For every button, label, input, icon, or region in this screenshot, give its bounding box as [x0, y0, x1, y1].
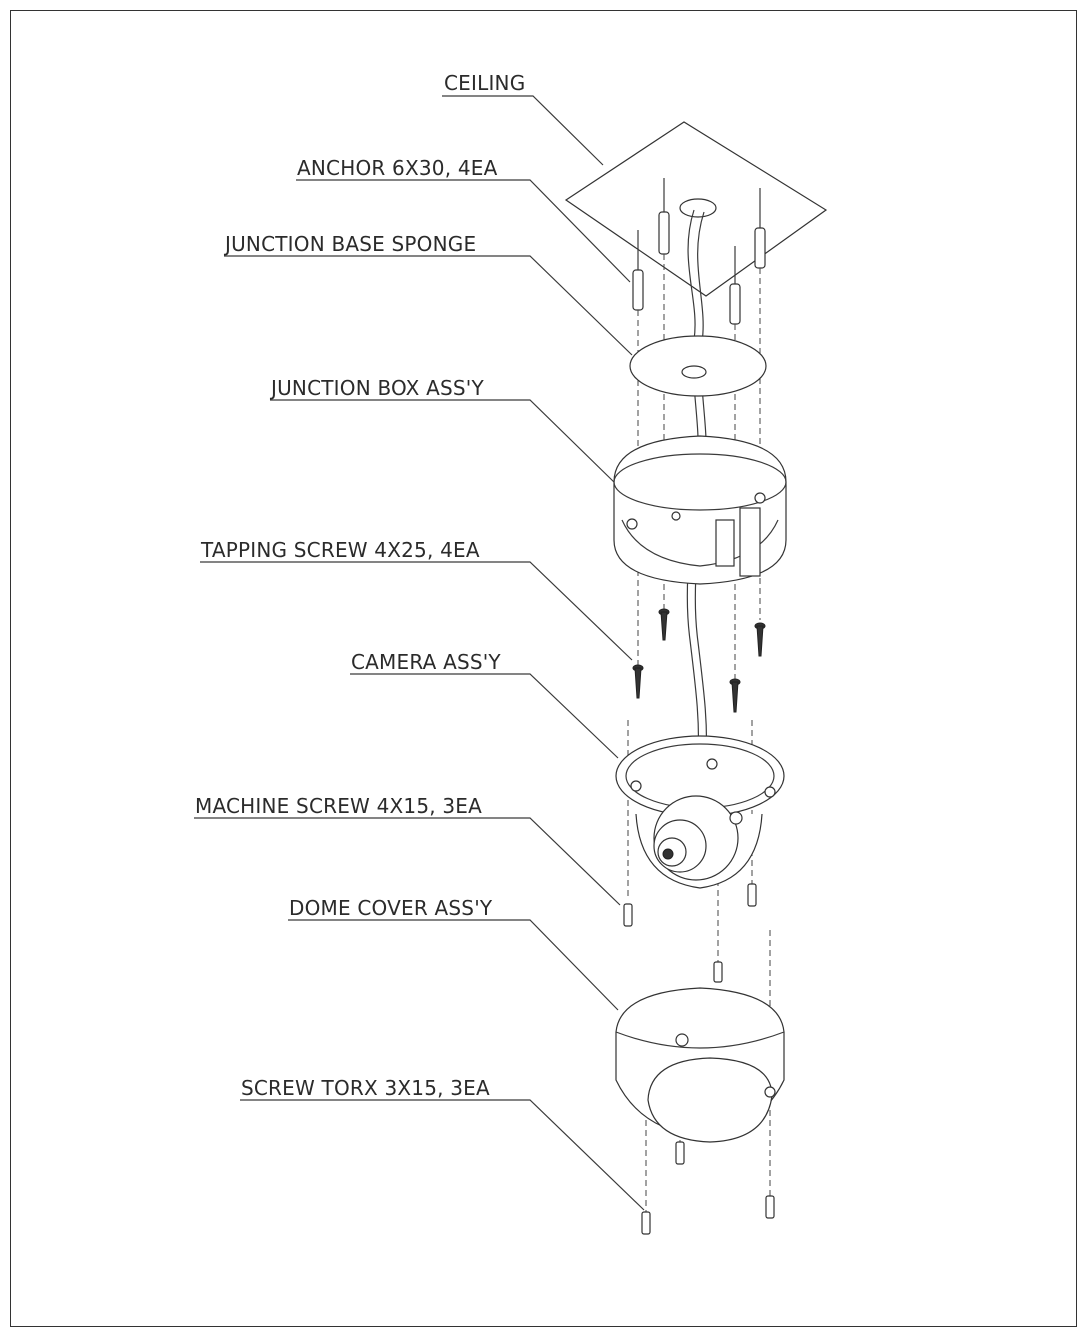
ceiling-plate	[564, 121, 828, 297]
torx-screws	[641, 1141, 775, 1235]
leader-tapping-screw	[200, 561, 633, 661]
label-camera: CAMERA ASS'Y	[351, 650, 501, 674]
leader-screw-torx	[240, 1099, 645, 1211]
anchors	[632, 178, 766, 325]
leader-ceiling	[442, 95, 604, 166]
label-screw-torx: SCREW TORX 3X15, 3EA	[241, 1076, 490, 1100]
machine-screws	[623, 883, 757, 983]
leader-junction-base-sponge	[224, 255, 633, 356]
label-junction-base-sponge: JUNCTION BASE SPONGE	[225, 232, 477, 256]
label-tapping-screw: TAPPING SCREW 4X25, 4EA	[201, 538, 480, 562]
leader-dome-cover	[288, 919, 619, 1011]
camera-assembly	[615, 735, 785, 889]
label-anchor: ANCHOR 6X30, 4EA	[297, 156, 498, 180]
leader-lines	[194, 95, 645, 1211]
diagram-border	[10, 10, 1077, 1327]
junction-box	[613, 435, 787, 585]
tapping-screws	[632, 608, 766, 713]
label-ceiling: CEILING	[444, 71, 526, 95]
dome-cover	[615, 987, 785, 1143]
label-junction-box: JUNCTION BOX ASS'Y	[271, 376, 484, 400]
label-machine-screw: MACHINE SCREW 4X15, 3EA	[195, 794, 483, 818]
leader-camera	[350, 673, 619, 759]
leader-anchor	[296, 179, 631, 283]
label-dome-cover: DOME COVER ASS'Y	[289, 896, 493, 920]
leader-machine-screw	[194, 817, 621, 906]
leader-junction-box	[270, 399, 617, 485]
junction-base-sponge	[629, 335, 767, 397]
